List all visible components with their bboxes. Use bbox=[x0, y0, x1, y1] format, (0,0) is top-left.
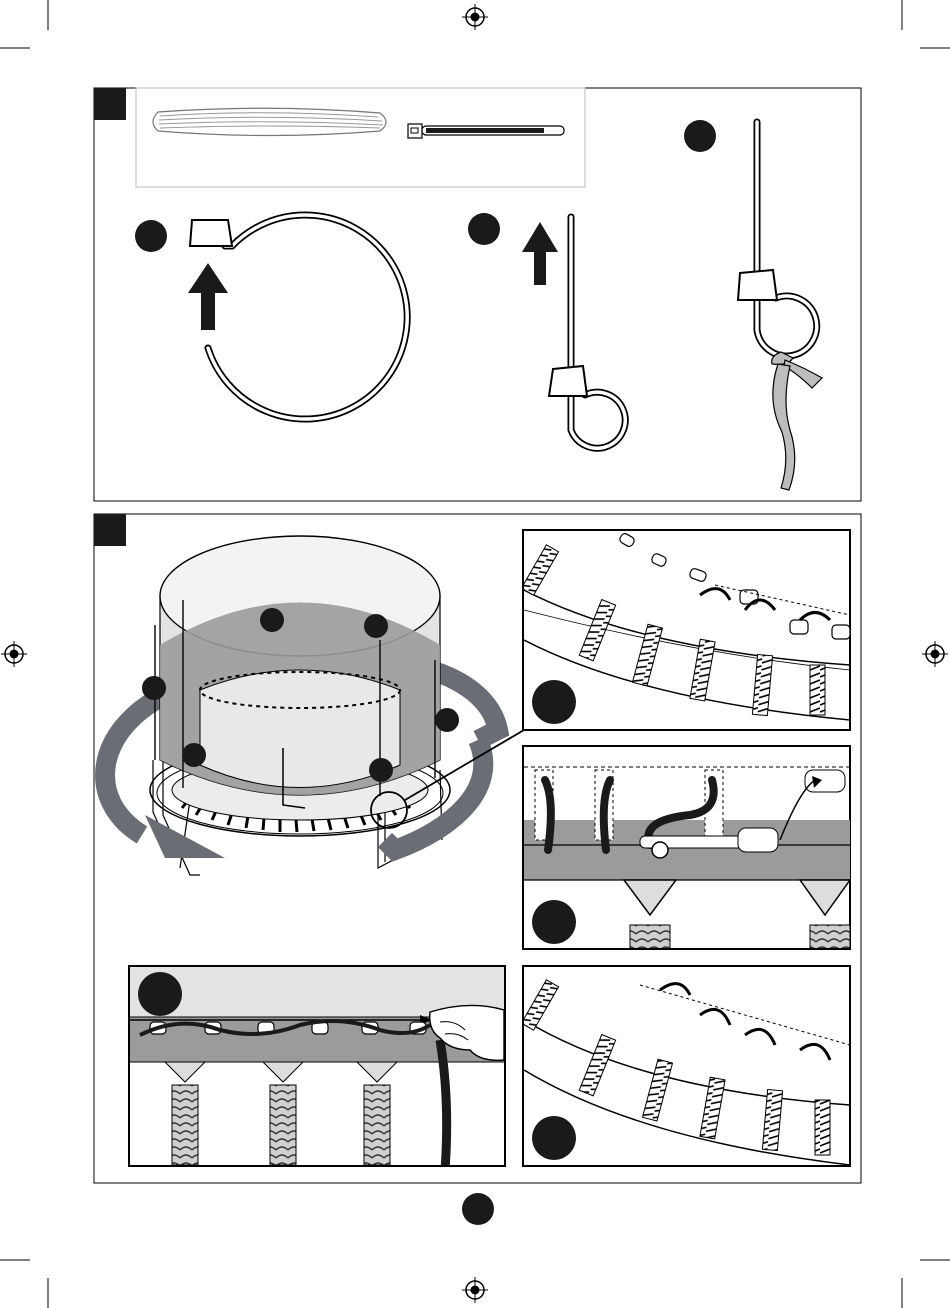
detail-pulling-rope bbox=[129, 966, 505, 1170]
position-dot-6 bbox=[369, 758, 393, 782]
netting-rope-bundle-icon bbox=[153, 108, 386, 135]
substep-badge-1 bbox=[135, 220, 167, 252]
position-dot-1 bbox=[260, 608, 284, 632]
detail-threading bbox=[523, 746, 850, 955]
substep-badge-2 bbox=[468, 213, 500, 245]
callout-badge-b bbox=[532, 680, 576, 724]
detail-loops-after bbox=[521, 966, 850, 1166]
registration-mark-right bbox=[922, 641, 948, 667]
registration-mark-top bbox=[462, 4, 488, 30]
substep-badge-3 bbox=[684, 120, 716, 152]
detail-loops-before bbox=[521, 530, 850, 730]
position-dot-5 bbox=[182, 743, 206, 767]
step-panel-top bbox=[94, 88, 861, 501]
callout-badge-c bbox=[532, 900, 576, 944]
step-badge-bottom bbox=[94, 514, 126, 546]
callout-badge-e bbox=[532, 1116, 576, 1160]
step-badge-top bbox=[94, 88, 126, 120]
step-panel-bottom bbox=[94, 514, 861, 1183]
callout-badge-d bbox=[138, 972, 182, 1016]
page-number-badge bbox=[462, 1193, 494, 1225]
registration-mark-bottom bbox=[462, 1277, 488, 1303]
registration-mark-left bbox=[1, 641, 27, 667]
position-dot-4 bbox=[435, 708, 459, 732]
position-dot-2 bbox=[364, 614, 388, 638]
parts-box bbox=[136, 88, 585, 187]
position-dot-3 bbox=[142, 676, 166, 700]
